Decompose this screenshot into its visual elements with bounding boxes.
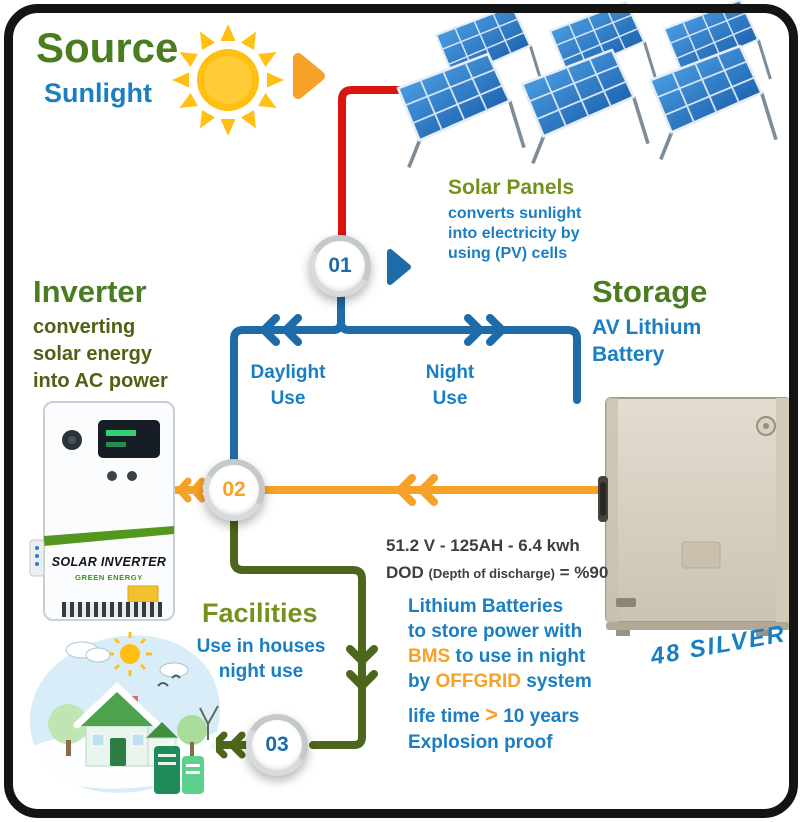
facilities-desc-line: Use in houses bbox=[196, 636, 326, 657]
battery-arrows-icon bbox=[396, 474, 438, 506]
storage-subtitle-line: Battery bbox=[592, 343, 665, 366]
solar-panels-title: Solar Panels bbox=[448, 176, 575, 199]
flow-red-panels-to-01 bbox=[338, 86, 416, 246]
inverter-desc-line: converting bbox=[33, 316, 136, 338]
inverter-arrows-icon bbox=[176, 477, 206, 503]
storage-subtitle: AV Lithium Battery bbox=[592, 314, 701, 368]
inverter-desc-line: solar energy bbox=[33, 343, 152, 365]
storage-title: Storage bbox=[592, 274, 708, 309]
night-label-line: Night bbox=[425, 362, 475, 383]
night-arrows-icon bbox=[464, 314, 506, 346]
solar-panels-desc: into electricity by bbox=[448, 225, 580, 242]
battery-spec-line2: DOD (Depth of discharge) = %90 bbox=[386, 559, 608, 587]
note-line: Lithium Batteries bbox=[408, 596, 564, 617]
note-line: by OFFGRID system bbox=[408, 671, 592, 692]
battery-image bbox=[598, 397, 791, 636]
source-title: Source bbox=[36, 24, 179, 71]
solar-panels-info: Solar Panels converts sunlight into elec… bbox=[448, 176, 581, 264]
inverter-device-brand: GREEN ENERGY bbox=[75, 573, 143, 582]
note-line: to store power with bbox=[408, 621, 583, 642]
step-badge-03: 03 bbox=[239, 707, 315, 783]
inverter-title: Inverter bbox=[33, 274, 147, 309]
daylight-label-line: Daylight bbox=[250, 362, 326, 383]
inverter-image: SOLAR INVERTER GREEN ENERGY bbox=[29, 401, 175, 621]
night-label-line: Use bbox=[432, 388, 468, 409]
sun-icon bbox=[172, 24, 284, 136]
dod-value: = %90 bbox=[559, 563, 609, 582]
cloud-icon bbox=[65, 641, 189, 678]
step1-arrow-icon bbox=[387, 249, 411, 285]
battery-notes: Lithium Batteries to store power with BM… bbox=[408, 594, 592, 694]
note-line: life time > 10 years bbox=[408, 702, 580, 727]
step-badge-01: 01 bbox=[302, 228, 378, 304]
small-sun-icon bbox=[108, 632, 152, 676]
step-number: 02 bbox=[222, 478, 246, 501]
inverter-desc: converting solar energy into AC power bbox=[33, 314, 168, 395]
source-subtitle: Sunlight bbox=[44, 78, 152, 108]
night-use-label: Night Use bbox=[414, 360, 486, 412]
flow-green-02-to-03 bbox=[230, 511, 366, 749]
daylight-use-label: Daylight Use bbox=[240, 360, 336, 412]
daylight-arrows-icon bbox=[260, 314, 302, 346]
facilities-arrows-icon bbox=[346, 645, 378, 690]
sun-arrow-icon bbox=[293, 53, 325, 99]
cabinets-icon bbox=[154, 746, 204, 794]
flow-blue-night bbox=[337, 308, 581, 404]
note-line: Explosion proof bbox=[408, 732, 553, 753]
battery-spec-line1: 51.2 V - 125AH - 6.4 kwh bbox=[386, 536, 580, 555]
solar-panels-desc: converts sunlight bbox=[448, 205, 582, 222]
step-number: 01 bbox=[328, 254, 352, 277]
battery-specs: 51.2 V - 125AH - 6.4 kwh DOD (Depth of d… bbox=[386, 532, 608, 587]
step-number: 03 bbox=[265, 733, 289, 756]
inverter-device-label: SOLAR INVERTER bbox=[52, 555, 166, 569]
solar-panels-image bbox=[396, 0, 778, 170]
battery-notes-extra: life time > 10 years Explosion proof bbox=[408, 702, 579, 756]
daylight-label-line: Use bbox=[270, 388, 306, 409]
dod-paren: (Depth of discharge) bbox=[428, 566, 555, 581]
facilities-desc-line: night use bbox=[218, 661, 304, 682]
solar-panels-desc: using (PV) cells bbox=[448, 245, 568, 262]
inverter-desc-line: into AC power bbox=[33, 370, 168, 392]
facilities-title: Facilities bbox=[202, 598, 318, 628]
house-icon bbox=[73, 682, 178, 767]
step-badge-02: 02 bbox=[196, 452, 272, 528]
facilities-desc: Use in houses night use bbox=[190, 634, 332, 684]
storage-subtitle-line: AV Lithium bbox=[592, 316, 702, 339]
dod-label: DOD bbox=[386, 563, 424, 582]
note-line: BMS to use in night bbox=[408, 646, 586, 667]
birds-icon bbox=[157, 674, 181, 687]
